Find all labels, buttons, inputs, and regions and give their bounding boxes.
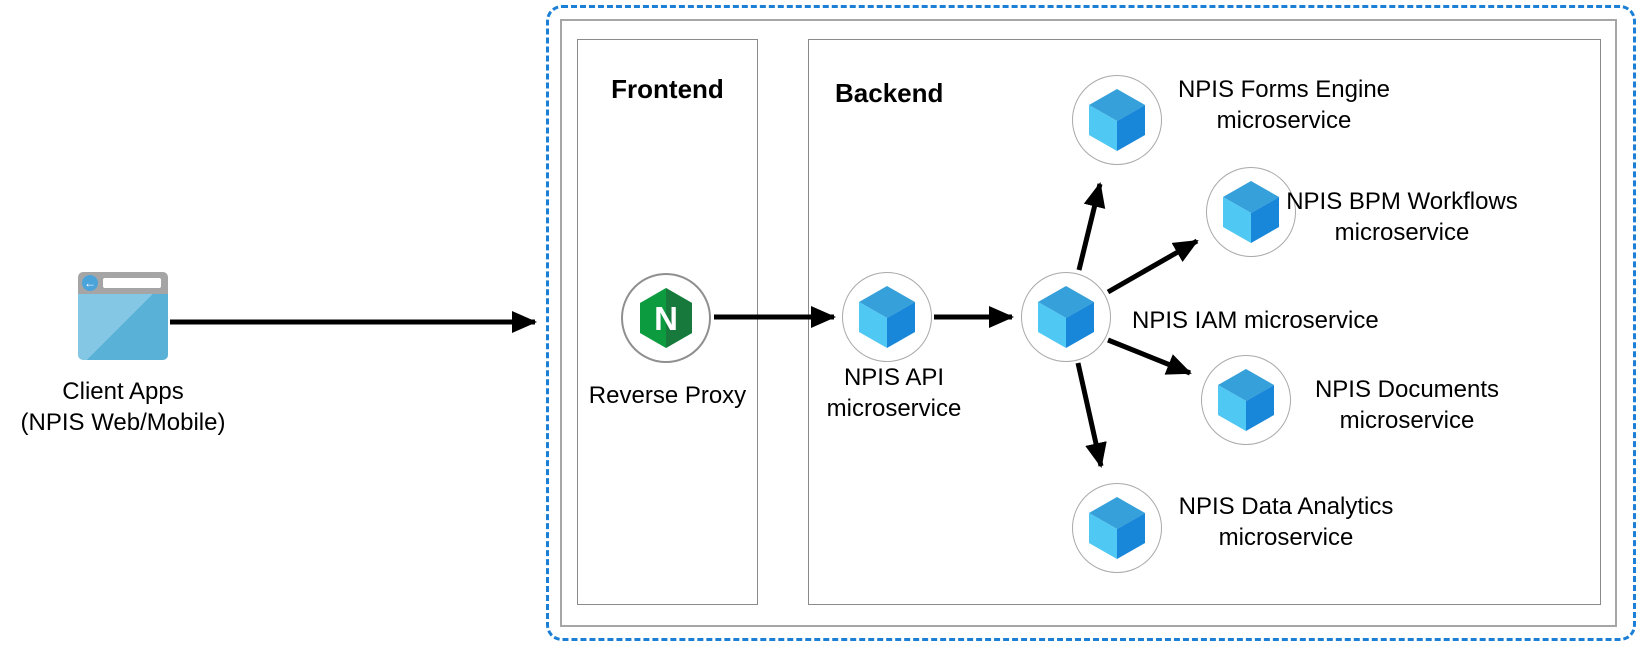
- back-arrow-icon: ←: [82, 275, 98, 291]
- api-service-node: [842, 272, 932, 362]
- bpm-service-label: NPIS BPM Workflows microservice: [1242, 186, 1562, 248]
- client-apps-label-line1: Client Apps: [62, 378, 184, 405]
- cube-icon: [859, 286, 915, 348]
- cube-icon: [1089, 89, 1145, 151]
- address-bar: [103, 278, 161, 288]
- api-service-label: NPIS API microservice: [734, 362, 1054, 424]
- iam-service-label: NPIS IAM microservice: [1132, 305, 1379, 336]
- analytics-label-line2: microservice: [1218, 524, 1354, 551]
- bpm-service-node: [1206, 167, 1296, 257]
- system-inner-box: Frontend N Reverse Proxy Backend: [560, 19, 1617, 627]
- forms-service-node: [1072, 75, 1162, 165]
- api-label-line1: NPIS API: [843, 364, 945, 391]
- forms-service-label: NPIS Forms Engine microservice: [1124, 74, 1444, 136]
- api-label-line2: microservice: [826, 395, 962, 422]
- browser-body: [78, 294, 168, 360]
- documents-service-label: NPIS Documents microservice: [1247, 374, 1567, 436]
- system-boundary: Frontend N Reverse Proxy Backend: [546, 5, 1636, 641]
- nginx-letter: N: [654, 300, 678, 337]
- analytics-service-label: NPIS Data Analytics microservice: [1126, 491, 1446, 553]
- forms-label-line1: NPIS Forms Engine: [1177, 76, 1391, 103]
- cube-icon: [1089, 497, 1145, 559]
- browser-icon: ←: [78, 272, 168, 360]
- client-apps-label-line2: (NPIS Web/Mobile): [20, 409, 226, 436]
- client-apps-label: Client Apps (NPIS Web/Mobile): [3, 376, 243, 438]
- cube-icon: [1038, 286, 1094, 348]
- iam-service-node: [1021, 272, 1111, 362]
- frontend-title: Frontend: [611, 74, 724, 104]
- documents-service-node: [1201, 355, 1291, 445]
- reverse-proxy-node: N: [621, 273, 711, 363]
- frontend-section: Frontend N Reverse Proxy: [577, 39, 758, 605]
- bpm-label-line1: NPIS BPM Workflows: [1286, 188, 1518, 215]
- forms-label-line2: microservice: [1216, 107, 1352, 134]
- cube-icon: [1218, 369, 1274, 431]
- cube-icon: [1223, 181, 1279, 243]
- analytics-label-line1: NPIS Data Analytics: [1178, 493, 1394, 520]
- backend-section: Backend NPIS API microservice: [808, 39, 1601, 605]
- iam-label-text: NPIS IAM microservice: [1132, 307, 1379, 334]
- reverse-proxy-label: Reverse Proxy: [578, 380, 757, 411]
- backend-title: Backend: [835, 78, 944, 108]
- analytics-service-node: [1072, 483, 1162, 573]
- bpm-label-line2: microservice: [1334, 219, 1470, 246]
- reverse-proxy-label-text: Reverse Proxy: [588, 382, 747, 409]
- nginx-icon: N: [640, 288, 692, 348]
- documents-label-line1: NPIS Documents: [1314, 376, 1500, 403]
- browser-titlebar: ←: [78, 272, 168, 294]
- documents-label-line2: microservice: [1339, 407, 1475, 434]
